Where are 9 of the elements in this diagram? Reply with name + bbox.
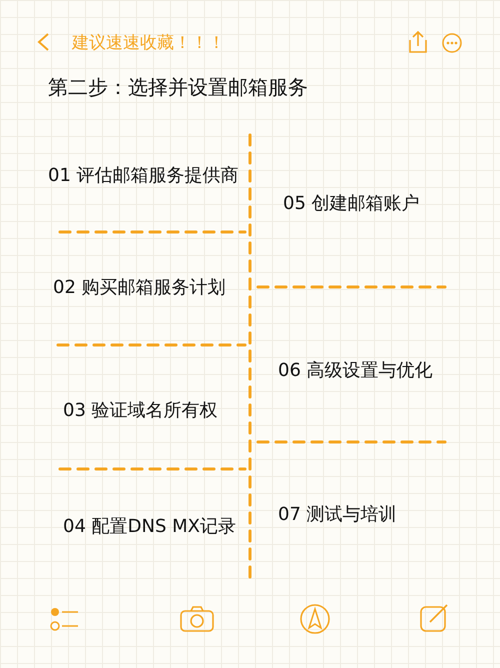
step-label: 05 创建邮箱账户 xyxy=(283,192,420,215)
step-label: 04 配置DNS MX记录 xyxy=(63,515,236,538)
note-header: 建议速速收藏！！！ xyxy=(72,32,225,54)
step-label: 01 评估邮箱服务提供商 xyxy=(48,164,239,187)
step-label: 03 验证域名所有权 xyxy=(63,399,218,422)
note-title: 第二步：选择并设置邮箱服务 xyxy=(48,74,308,101)
step-label: 02 购买邮箱服务计划 xyxy=(53,276,226,299)
step-label: 07 测试与培训 xyxy=(278,503,397,526)
step-label: 06 高级设置与优化 xyxy=(278,359,433,382)
